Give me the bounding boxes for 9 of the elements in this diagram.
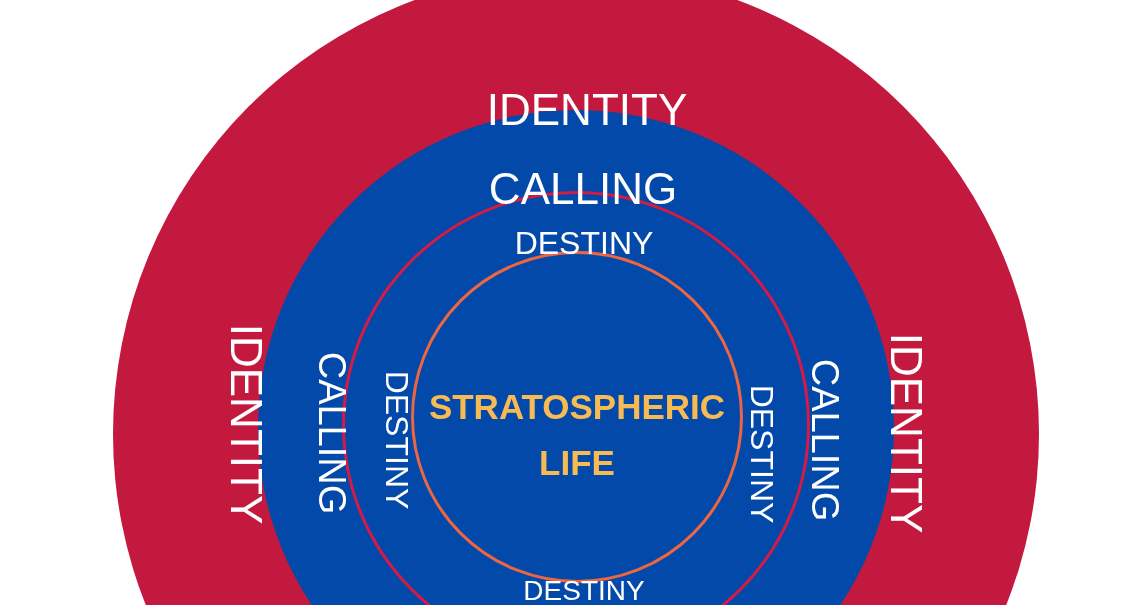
ring-label: DESTINY — [514, 227, 654, 259]
ring-label: IDENTITY — [884, 332, 928, 534]
ring-label: DESTINY — [523, 577, 645, 605]
ring-label: CALLING — [313, 351, 351, 515]
ring-label: DESTINY — [381, 370, 413, 510]
ring-label: IDENTITY — [224, 323, 268, 525]
ring-label: DESTINY — [746, 384, 778, 524]
center-title: STRATOSPHERIC LIFE — [427, 386, 727, 484]
ring-label: CALLING — [806, 358, 844, 522]
